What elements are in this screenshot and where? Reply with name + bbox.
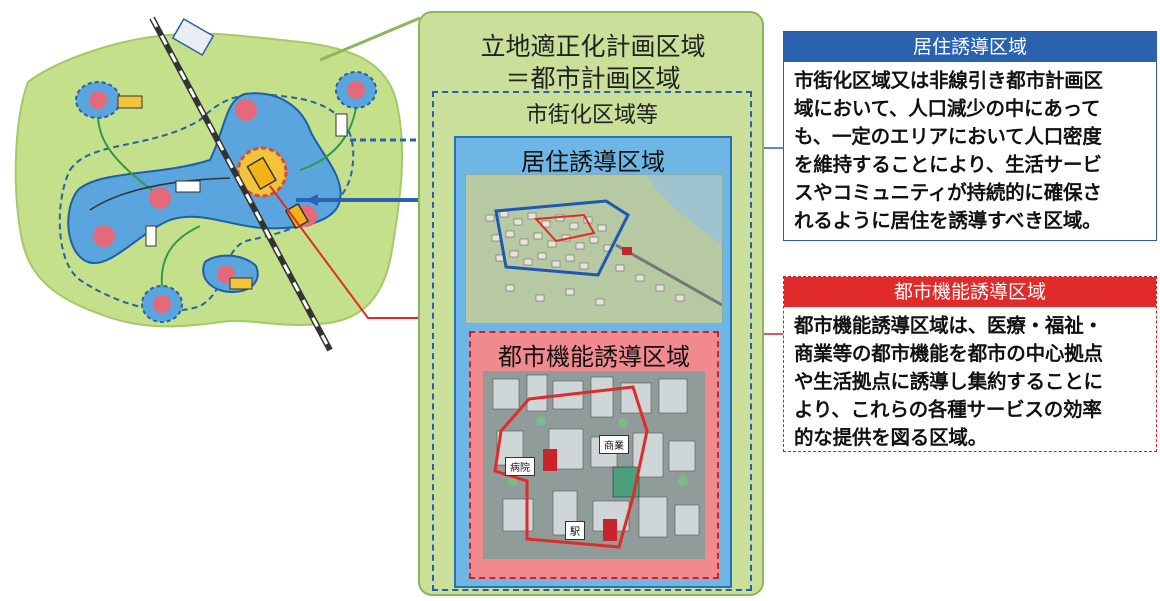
hub-circle	[93, 225, 115, 247]
urban-function-label: 都市機能誘導区域	[498, 343, 690, 371]
residential-box-heading: 居住誘導区域	[784, 32, 1156, 62]
hub-circle	[153, 295, 171, 313]
bus-icon	[175, 180, 201, 193]
residential-description-box: 居住誘導区域 市街化区域又は非線引き都市計画区 域において、人口減少の中にあって…	[783, 31, 1157, 241]
station-tag: 駅	[565, 521, 585, 540]
hub-circle	[149, 187, 171, 209]
urban-function-description-box: 都市機能誘導区域 都市機能誘導区域は、医療・福祉・ 商業等の都市機能を都市の中心…	[783, 276, 1157, 452]
taxi-icon	[229, 277, 253, 290]
urban-function-zone-panel: 都市機能誘導区域	[469, 331, 719, 579]
residential-area-illustration	[465, 174, 723, 324]
hospital-tag: 病院	[505, 457, 535, 476]
urban-center-illustration: 病院 商業 駅	[483, 371, 705, 559]
bus-icon	[335, 113, 348, 137]
hub-circle	[89, 91, 107, 109]
hub-circle	[235, 99, 257, 121]
taxi-icon	[117, 95, 143, 109]
commerce-tag: 商業	[599, 435, 629, 454]
residential-zone-panel: 居住誘導区域	[454, 136, 732, 588]
planning-area-title: 立地適正化計画区域 ＝都市計画区域	[480, 32, 706, 93]
planning-area-panel: 立地適正化計画区域 ＝都市計画区域 市街化区域等 居住誘導区域	[418, 11, 764, 596]
bus-icon	[145, 225, 157, 247]
urbanization-label: 市街化区域等	[525, 103, 658, 128]
urban-function-box-heading: 都市機能誘導区域	[784, 277, 1156, 307]
urbanization-boundary	[58, 93, 355, 312]
urban-function-box-text: 都市機能誘導区域は、医療・福祉・ 商業等の都市機能を都市の中心拠点 や生活拠点に…	[794, 314, 1103, 449]
train-icon	[171, 17, 215, 57]
hub-circle	[347, 81, 365, 99]
residential-box-text: 市街化区域又は非線引き都市計画区 域において、人口減少の中にあって も、一定のエ…	[794, 69, 1103, 232]
connector-land	[319, 16, 421, 62]
urbanization-area: 市街化区域等 居住誘導区域	[432, 91, 752, 591]
residential-label: 居住誘導区域	[521, 148, 665, 176]
